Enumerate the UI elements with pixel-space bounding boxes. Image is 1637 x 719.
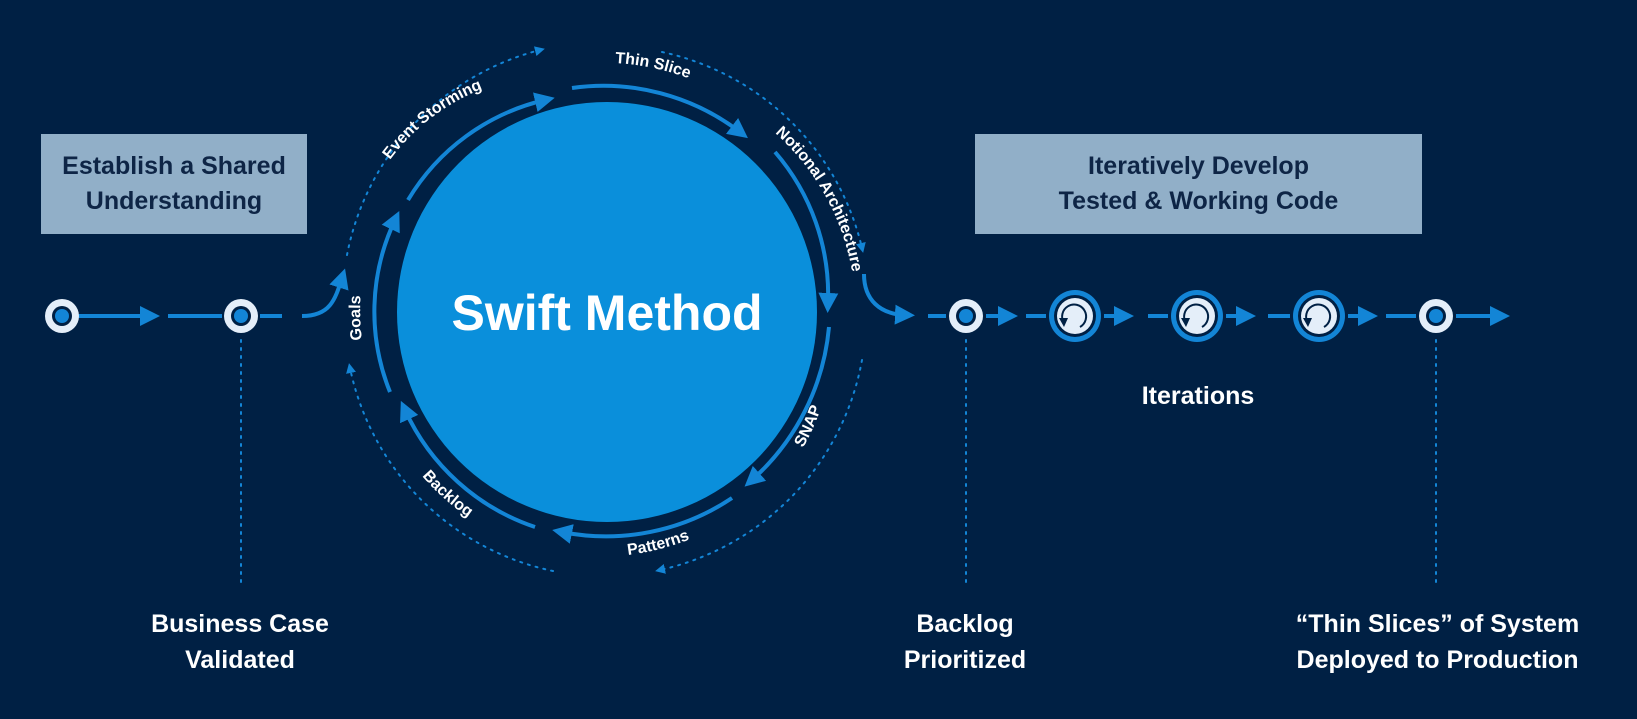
- iteration-icon: [1293, 290, 1345, 342]
- caption-business-case: Business Case Validated: [100, 606, 380, 678]
- caption-line: Validated: [185, 646, 295, 674]
- iterative-develop-box: Iteratively Develop Tested & Working Cod…: [975, 134, 1422, 234]
- inner-ring-arrows: [372, 83, 839, 544]
- milestone-connectors: [240, 339, 1437, 586]
- caption-thin-slices: “Thin Slices” of System Deployed to Prod…: [1260, 606, 1615, 678]
- box-line: Tested & Working Code: [1058, 187, 1339, 215]
- swift-method-circle: [397, 102, 817, 522]
- box-line: Iteratively Develop: [1088, 152, 1309, 180]
- caption-line: Backlog: [916, 610, 1014, 638]
- caption-line: Deployed to Production: [1296, 646, 1579, 674]
- label-event-storming: Event Storming: [380, 77, 484, 163]
- box-line: Understanding: [85, 187, 263, 215]
- label-backlog: Backlog: [419, 467, 476, 520]
- label-goals: Goals: [347, 295, 366, 341]
- milestone-backlog-prioritized: [949, 299, 983, 333]
- milestone-deployed: [1419, 299, 1453, 333]
- label-thin-slice: Thin Slice: [615, 50, 694, 82]
- box-line: Establish a Shared: [62, 152, 286, 180]
- outer-dotted-ring: [346, 46, 866, 574]
- iteration-icon: [1049, 290, 1101, 342]
- milestone-business-case: [45, 299, 79, 333]
- iteration-icon: [1171, 290, 1223, 342]
- caption-line: Business Case: [151, 610, 329, 638]
- caption-iterations: Iterations: [1078, 378, 1318, 414]
- ring-exit-arrow: [862, 273, 915, 325]
- caption-backlog-prioritized: Backlog Prioritized: [845, 606, 1085, 678]
- center-title: Swift Method: [451, 285, 762, 341]
- caption-line: “Thin Slices” of System: [1295, 610, 1580, 638]
- caption-line: Iterations: [1141, 382, 1255, 410]
- milestone-validated: [224, 299, 258, 333]
- caption-line: Prioritized: [903, 646, 1027, 674]
- left-timeline: [78, 268, 349, 326]
- shared-understanding-box: Establish a Shared Understanding: [41, 134, 307, 234]
